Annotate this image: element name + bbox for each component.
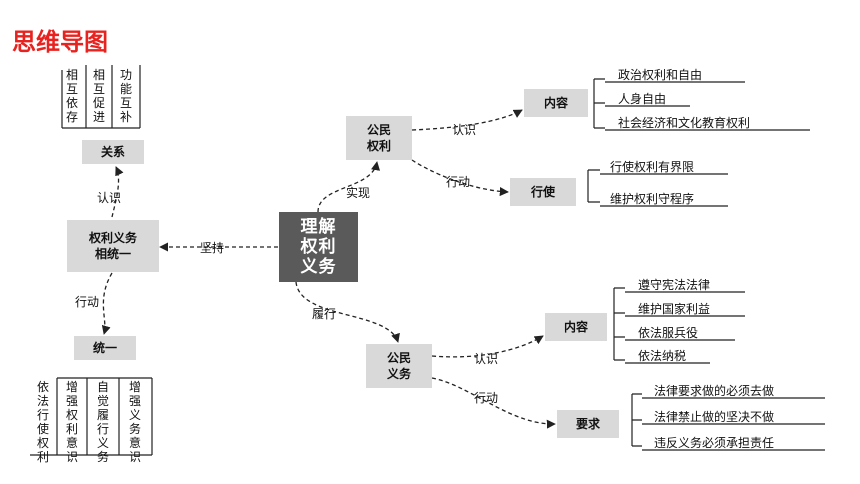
leaf-unify: 依法行使权利 <box>36 380 49 464</box>
edge-label-act-unity: 行动 <box>75 295 100 309</box>
leaf-unify: 增强权利意识 <box>65 380 78 464</box>
node-duties: 公民 义务 <box>366 344 432 388</box>
node-rights-exercise: 行使 <box>510 178 576 206</box>
leaf-relation: 相互依存 <box>65 68 78 124</box>
leaf-rights-content: 政治权利和自由 <box>618 68 703 82</box>
node-duties-require: 要求 <box>557 410 619 438</box>
leaf-rights-exercise: 维护权利守程序 <box>610 192 695 206</box>
page-title: 思维导图 <box>12 28 108 56</box>
leaf-relation: 相互促进 <box>92 68 105 124</box>
edge-label-realize: 实现 <box>346 186 371 200</box>
leaf-unify: 自觉履行义务 <box>96 380 109 464</box>
leaf-duties-content: 依法服兵役 <box>638 326 699 340</box>
edge-label-adhere: 坚持 <box>200 241 225 255</box>
edge-label-act-rights: 行动 <box>446 175 471 189</box>
node-duties-content: 内容 <box>545 313 607 341</box>
leaf-relation: 功能互补 <box>119 68 132 124</box>
leaf-duties-require: 法律要求做的必须去做 <box>654 384 775 398</box>
leaf-unify: 增强义务意识 <box>128 380 141 464</box>
leaf-rights-content: 人身自由 <box>618 92 667 106</box>
edge-label-know-rights: 认识 <box>452 123 477 137</box>
node-unify: 统一 <box>74 336 136 360</box>
leaf-duties-content: 遵守宪法法律 <box>638 278 711 292</box>
edge-label-know-duties: 认识 <box>474 352 499 366</box>
central-node: 理解 权利 义务 <box>279 212 358 282</box>
leaf-duties-require: 法律禁止做的坚决不做 <box>654 410 775 424</box>
node-rights-content: 内容 <box>524 89 588 117</box>
leaf-duties-content: 依法纳税 <box>638 349 687 363</box>
leaf-duties-content: 维护国家利益 <box>638 302 711 316</box>
edge-label-fulfill: 履行 <box>312 307 337 321</box>
leaf-rights-content: 社会经济和文化教育权利 <box>618 116 751 130</box>
leaf-rights-exercise: 行使权利有界限 <box>610 160 695 174</box>
node-unity: 权利义务 相统一 <box>67 220 159 272</box>
edge-label-know-unity: 认识 <box>97 191 122 205</box>
node-relation: 关系 <box>82 140 144 164</box>
node-rights: 公民 权利 <box>346 116 412 160</box>
leaf-duties-require: 违反义务必须承担责任 <box>654 436 775 450</box>
edge-label-act-duties: 行动 <box>474 391 499 405</box>
